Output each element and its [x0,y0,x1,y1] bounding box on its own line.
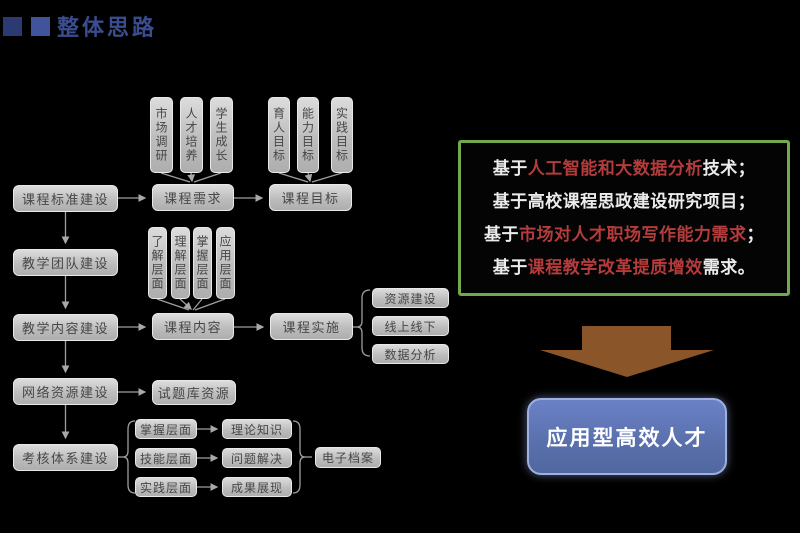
title-accent-square-2 [31,17,50,36]
output-theory-knowledge: 理论知识 [222,419,292,439]
output-online-offline: 线上线下 [372,316,449,336]
basis-line-4-seg-3: 需求。 [702,258,756,277]
basis-line-3-seg-1: 基于 [484,225,519,244]
basis-line-4: 基于课程教学改革提质增效需求。 [461,251,787,284]
basis-line-3-seg-2: 市场对人才职场写作能力需求 [519,225,747,244]
outcome-box: 应用型高效人才 [527,398,727,475]
basis-line-1-seg-2: 人工智能和大数据分析 [527,159,703,178]
node-teaching-team: 教学团队建设 [13,249,118,276]
basis-line-3: 基于市场对人才职场写作能力需求； [461,218,787,251]
basis-panel: 基于人工智能和大数据分析技术； 基于高校课程思政建设研究项目； 基于市场对人才职… [458,140,790,296]
input-education-goal: 育人目标 [268,97,290,173]
output-resource-construction: 资源建设 [372,288,449,308]
node-course-implementation: 课程实施 [270,313,353,340]
input-student-growth: 学生成长 [210,97,233,173]
output-achievement-display: 成果展现 [222,477,292,497]
output-data-analysis: 数据分析 [372,344,449,364]
input-ability-goal: 能力目标 [297,97,319,173]
basis-line-4-seg-2: 课程教学改革提质增效 [527,258,703,277]
level-practice: 实践层面 [135,477,197,497]
input-understand-level: 了解层面 [148,227,167,299]
basis-line-1: 基于人工智能和大数据分析技术； [461,152,787,185]
basis-line-4-seg-1: 基于 [492,258,528,277]
input-comprehend-level: 理解层面 [171,227,190,299]
input-master-level: 掌握层面 [193,227,212,299]
basis-line-1-seg-1: 基于 [492,159,528,178]
level-skill: 技能层面 [135,448,197,468]
input-talent-cultivation: 人才培养 [180,97,203,173]
basis-line-3-seg-3: ； [746,225,764,244]
node-teaching-content: 教学内容建设 [13,314,118,341]
level-mastery: 掌握层面 [135,419,197,439]
basis-line-1-seg-3: 技术； [702,159,756,178]
input-practice-goal: 实践目标 [331,97,353,173]
node-network-resource: 网络资源建设 [13,378,118,405]
basis-line-2: 基于高校课程思政建设研究项目； [461,185,787,218]
title-accent-square-1 [3,17,22,36]
output-problem-solving: 问题解决 [222,448,292,468]
basis-line-2-seg-1: 基于高校课程思政建设研究项目； [492,192,756,211]
node-e-archive: 电子档案 [315,447,381,468]
node-course-standard: 课程标准建设 [13,185,118,212]
node-assessment-system: 考核体系建设 [13,444,118,471]
node-question-bank: 试题库资源 [152,380,236,405]
down-arrow [540,326,714,377]
node-course-goal: 课程目标 [269,184,352,211]
node-course-content: 课程内容 [152,313,234,340]
node-course-demand: 课程需求 [152,184,234,211]
page-title: 整体思路 [57,15,158,40]
input-market-research: 市场调研 [150,97,173,173]
input-apply-level: 应用层面 [216,227,235,299]
